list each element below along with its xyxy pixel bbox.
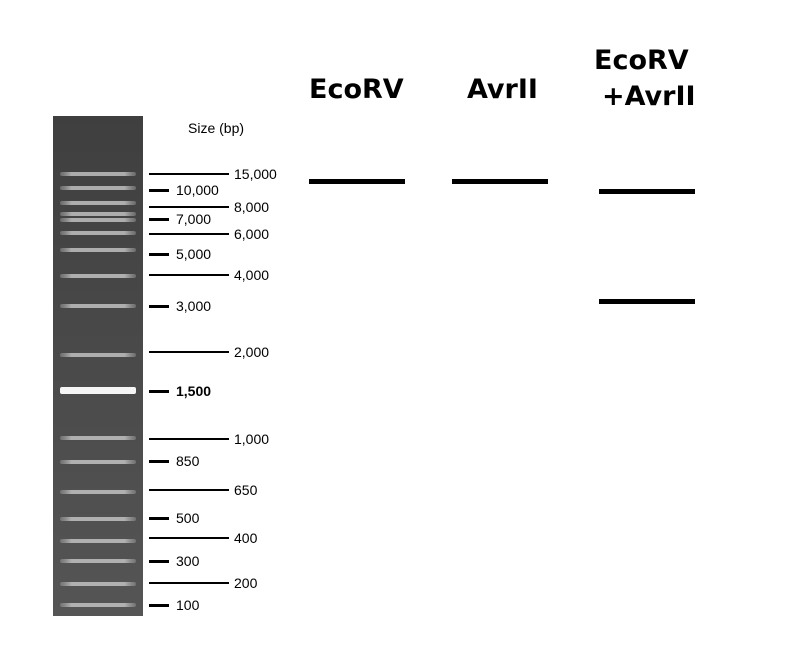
- ladder-marker-label: 5,000: [176, 246, 212, 262]
- ladder-marker-line: [149, 438, 229, 440]
- ladder-marker-label: 1,500: [176, 383, 212, 399]
- ladder-marker-line: [149, 604, 169, 607]
- gel-ladder-band: [60, 387, 136, 394]
- ladder-marker-label: 300: [176, 553, 200, 569]
- ladder-marker-line: [149, 560, 169, 563]
- ladder-marker-label: 6,000: [234, 226, 270, 242]
- gel-ladder-band: [60, 490, 136, 494]
- ladder-size-title: Size (bp): [188, 120, 245, 136]
- ladder-marker-line: [149, 460, 169, 463]
- band-combo-2: [599, 299, 695, 304]
- ladder-marker-label: 500: [176, 510, 200, 526]
- ladder-marker-label: 400: [234, 530, 258, 546]
- gel-ladder-band: [60, 559, 136, 563]
- gel-ladder-band: [60, 539, 136, 543]
- lane-header-combo-line1: EcoRV: [594, 45, 689, 76]
- ladder-marker-line: [149, 390, 169, 393]
- ladder-marker-label: 850: [176, 453, 200, 469]
- gel-ladder-band: [60, 436, 136, 440]
- ladder-marker-label: 100: [176, 597, 200, 613]
- ladder-marker-line: [149, 189, 169, 192]
- gel-ladder-band: [60, 304, 136, 308]
- ladder-marker-label: 2,000: [234, 344, 270, 360]
- gel-ladder-band: [60, 212, 136, 216]
- gel-ladder-band: [60, 274, 136, 278]
- gel-ladder-band: [60, 460, 136, 464]
- gel-ladder-band: [60, 218, 136, 222]
- ladder-marker-line: [149, 173, 229, 175]
- band-avrii-1: [452, 179, 548, 184]
- ladder-marker-label: 4,000: [234, 267, 270, 283]
- gel-ladder-band: [60, 603, 136, 607]
- gel-ladder-image: [53, 116, 143, 616]
- gel-ladder-band: [60, 172, 136, 176]
- band-combo-1: [599, 189, 695, 194]
- gel-ladder-svg: [53, 116, 143, 616]
- gel-ladder-band: [60, 517, 136, 521]
- lane-header-combo-line2: +AvrII: [602, 81, 696, 112]
- gel-ladder-band: [60, 582, 136, 586]
- ladder-marker-label: 3,000: [176, 298, 212, 314]
- ladder-marker-line: [149, 517, 169, 520]
- ladder-marker-label: 650: [234, 482, 258, 498]
- ladder-marker-label: 7,000: [176, 211, 212, 227]
- ladder-marker-line: [149, 206, 229, 208]
- gel-ladder-band: [60, 186, 136, 190]
- ladder-marker-line: [149, 351, 229, 353]
- ladder-marker-line: [149, 233, 229, 235]
- lane-header-avrii: AvrII: [467, 74, 538, 105]
- ladder-marker-label: 10,000: [176, 182, 219, 198]
- gel-ladder-band: [60, 231, 136, 235]
- ladder-marker-line: [149, 218, 169, 221]
- ladder-marker-line: [149, 274, 229, 276]
- ladder-marker-line: [149, 305, 169, 308]
- ladder-marker-label: 200: [234, 575, 258, 591]
- gel-ladder-band: [60, 353, 136, 357]
- band-ecorv-1: [309, 179, 405, 184]
- gel-ladder-band: [60, 201, 136, 205]
- ladder-marker-line: [149, 537, 229, 539]
- ladder-marker-label: 1,000: [234, 431, 270, 447]
- ladder-marker-label: 15,000: [234, 166, 277, 182]
- lane-header-ecorv: EcoRV: [309, 74, 404, 105]
- ladder-marker-line: [149, 489, 229, 491]
- ladder-marker-line: [149, 253, 169, 256]
- gel-ladder-band: [60, 248, 136, 252]
- ladder-marker-label: 8,000: [234, 199, 270, 215]
- ladder-marker-line: [149, 582, 229, 584]
